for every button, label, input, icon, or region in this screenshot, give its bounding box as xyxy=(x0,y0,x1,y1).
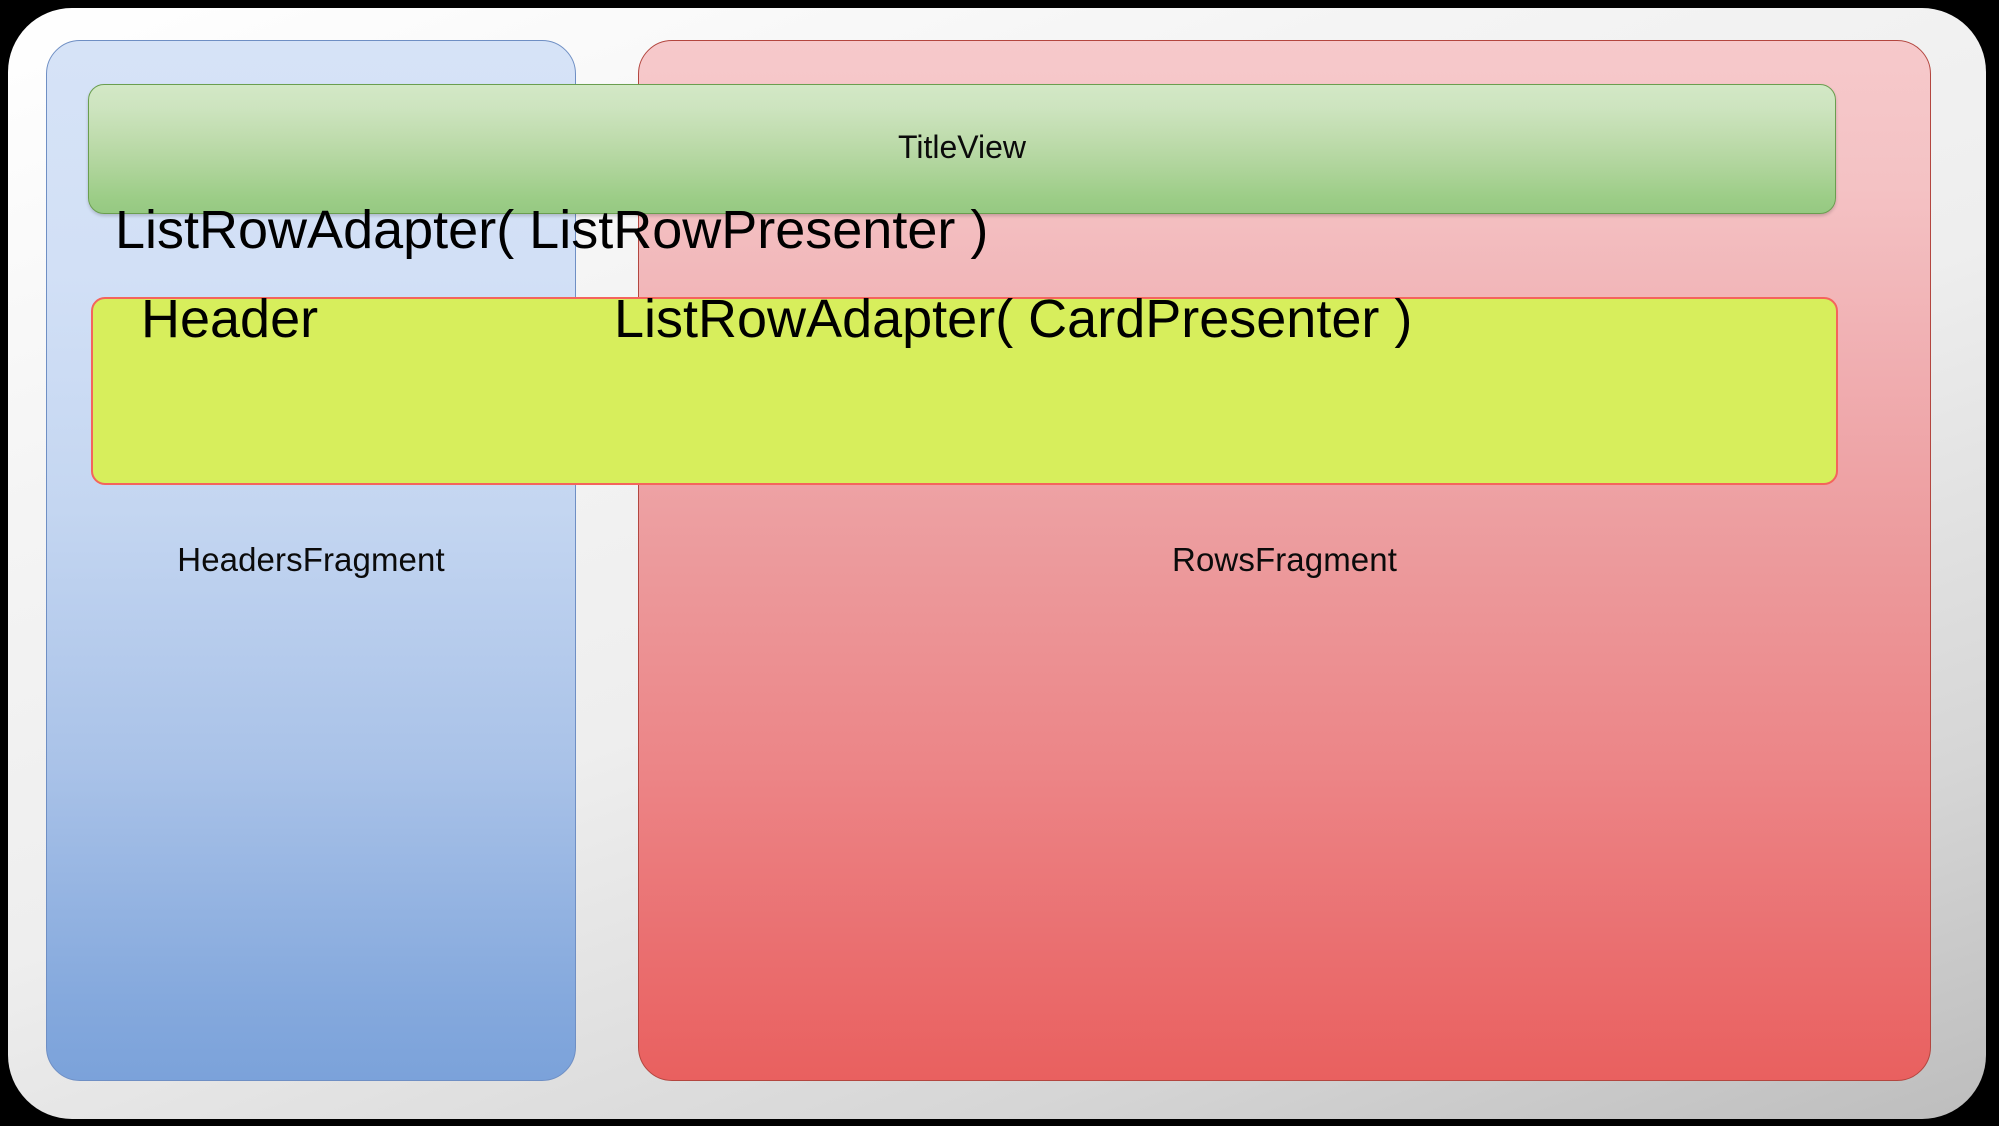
title-view-box: TitleView xyxy=(88,84,1836,214)
headers-fragment-label: HeadersFragment xyxy=(177,541,445,578)
title-view-label: TitleView xyxy=(897,129,1027,165)
list-row-adapter-title: ListRowAdapter( ListRowPresenter ) xyxy=(115,200,989,260)
card-presenter-label: ListRowAdapter( CardPresenter ) xyxy=(614,289,1413,349)
rows-fragment-label: RowsFragment xyxy=(1172,541,1397,578)
list-row-adapter-box xyxy=(91,297,1838,485)
header-label: Header xyxy=(141,289,319,349)
